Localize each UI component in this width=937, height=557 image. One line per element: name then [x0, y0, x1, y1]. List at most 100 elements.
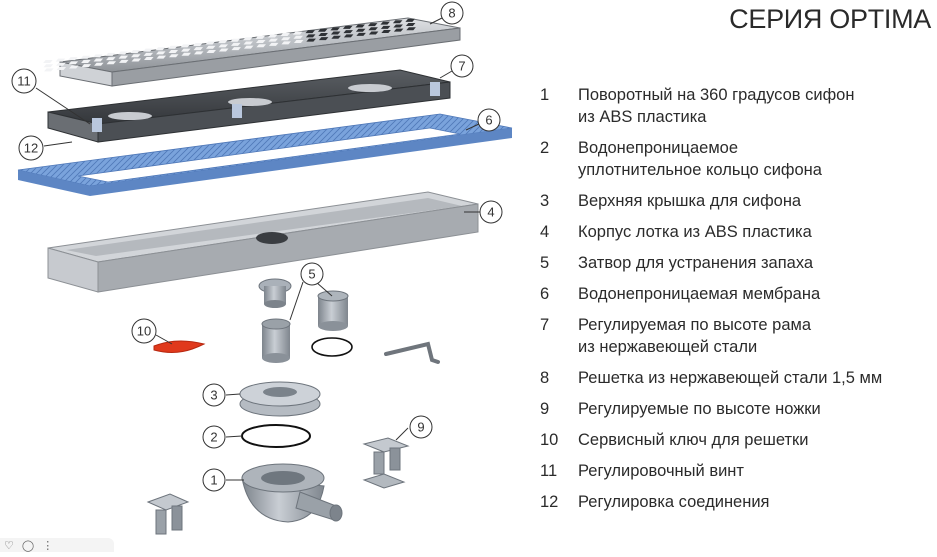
- legend-number: 7: [540, 316, 550, 334]
- seal-ring-part: [241, 424, 311, 448]
- legend-description-line: Решетка из нержавеющей стали 1,5 мм: [578, 369, 883, 387]
- svg-text:5: 5: [308, 267, 315, 282]
- svg-text:10: 10: [137, 324, 151, 339]
- grate-slot: [268, 42, 279, 46]
- callout-4: 4: [479, 200, 503, 224]
- more-icon[interactable]: ⋮: [42, 539, 54, 552]
- legend-item: 3 Верхняя крышка для сифона: [540, 190, 935, 212]
- legend-number: 3: [540, 192, 550, 210]
- svg-text:7: 7: [458, 59, 465, 74]
- grate-slot: [355, 28, 366, 32]
- legend-description-line: Поворотный на 360 градусов сифон: [578, 86, 855, 104]
- adjustable-leg-part: [146, 493, 190, 535]
- legend-item: 8 Решетка из нержавеющей стали 1,5 мм: [540, 367, 935, 389]
- grate-slot: [156, 55, 167, 59]
- grate-slot: [56, 66, 67, 70]
- legend-description-line: Сервисный ключ для решетки: [578, 431, 809, 449]
- grate-slot: [181, 48, 191, 52]
- grate-slot: [405, 23, 416, 27]
- legend-description: Верхняя крышка для сифона: [578, 190, 935, 212]
- legend-description-line: Регулируемые по высоте ножки: [578, 400, 821, 418]
- grate-slot: [281, 41, 291, 45]
- grate-slot: [106, 61, 117, 65]
- legend-description-line: Регулировка соединения: [578, 493, 770, 511]
- grate-slot: [330, 27, 340, 31]
- grate-slot: [44, 68, 54, 72]
- grate-slot: [218, 40, 228, 44]
- svg-text:1: 1: [210, 473, 217, 488]
- heart-icon[interactable]: ♡: [4, 539, 14, 552]
- grate-slot: [81, 59, 91, 63]
- grate-slot: [256, 44, 266, 48]
- legend-description: Сервисный ключ для решетки: [578, 429, 935, 451]
- legend-description: Регулировка соединения: [578, 491, 935, 513]
- grate-slot: [368, 27, 378, 31]
- comment-icon[interactable]: ◯: [21, 539, 35, 552]
- grate-slot: [119, 59, 129, 63]
- legend-description-line: Верхняя крышка для сифона: [578, 192, 802, 210]
- bottom-toolbar: ♡ ◯ ⋮: [0, 538, 114, 552]
- legend-description-line: Водонепроницаемое: [578, 139, 739, 157]
- callout-1: 1: [202, 468, 226, 492]
- grate-slot: [405, 18, 415, 22]
- grate-slot: [243, 41, 253, 45]
- legend-description: Регулируемые по высоте ножки: [578, 398, 935, 420]
- legend-number: 12: [540, 493, 559, 511]
- grate-slot: [168, 50, 179, 53]
- grate-slot: [94, 62, 104, 66]
- grate-slot: [243, 45, 254, 49]
- callout-8: 8: [440, 1, 464, 25]
- legend-description: Водонепроницаемое уплотнительное кольцо с…: [578, 137, 935, 181]
- grate-slot: [393, 28, 404, 32]
- adjusting-screw-part: [384, 341, 440, 364]
- legend-number: 4: [540, 223, 550, 241]
- grate-slot: [380, 25, 391, 29]
- grate-slot: [268, 38, 278, 42]
- grate-slot: [181, 52, 192, 56]
- legend-description-line: из нержавеющей стали: [578, 338, 758, 356]
- grate-slot: [55, 58, 66, 62]
- grate-slot: [305, 34, 316, 38]
- grate-slot: [118, 51, 128, 55]
- grate-slot: [231, 47, 241, 51]
- grate-slot: [143, 48, 153, 52]
- grate-slot: [343, 34, 354, 38]
- legend-description-line: Затвор для устранения запаха: [578, 254, 814, 272]
- callout-5: 5: [300, 262, 324, 286]
- grate-slot: [43, 64, 54, 68]
- legend-number: 8: [540, 369, 550, 387]
- grate-slot: [230, 38, 241, 42]
- channel-body-part: [47, 191, 479, 293]
- grate-slot: [342, 25, 353, 29]
- legend-description-line: уплотнительное кольцо сифона: [578, 161, 822, 179]
- grate-slot: [118, 55, 129, 59]
- svg-text:8: 8: [448, 6, 455, 21]
- grate-slot: [193, 51, 204, 55]
- grate-slot: [193, 47, 204, 51]
- legend-description: Регулировочный винт: [578, 460, 935, 482]
- grate-slot: [381, 30, 391, 34]
- siphon-part: [241, 463, 343, 523]
- callout-3: 3: [202, 383, 226, 407]
- grate-slot: [169, 54, 179, 58]
- page-title: СЕРИЯ OPTIMA: [729, 4, 931, 34]
- callout-11: 11: [11, 68, 37, 94]
- grate-slot: [267, 34, 278, 38]
- grate-slot: [317, 28, 328, 32]
- svg-text:2: 2: [210, 430, 217, 445]
- svg-text:9: 9: [417, 420, 424, 435]
- adjustable-leg-part: [362, 437, 410, 489]
- grate-slot: [144, 57, 154, 61]
- legend-number: 6: [540, 285, 550, 303]
- legend-number: 2: [540, 139, 550, 157]
- grate-slot: [156, 51, 166, 55]
- grate-slot: [106, 57, 116, 61]
- siphon-cover-part: [239, 381, 321, 417]
